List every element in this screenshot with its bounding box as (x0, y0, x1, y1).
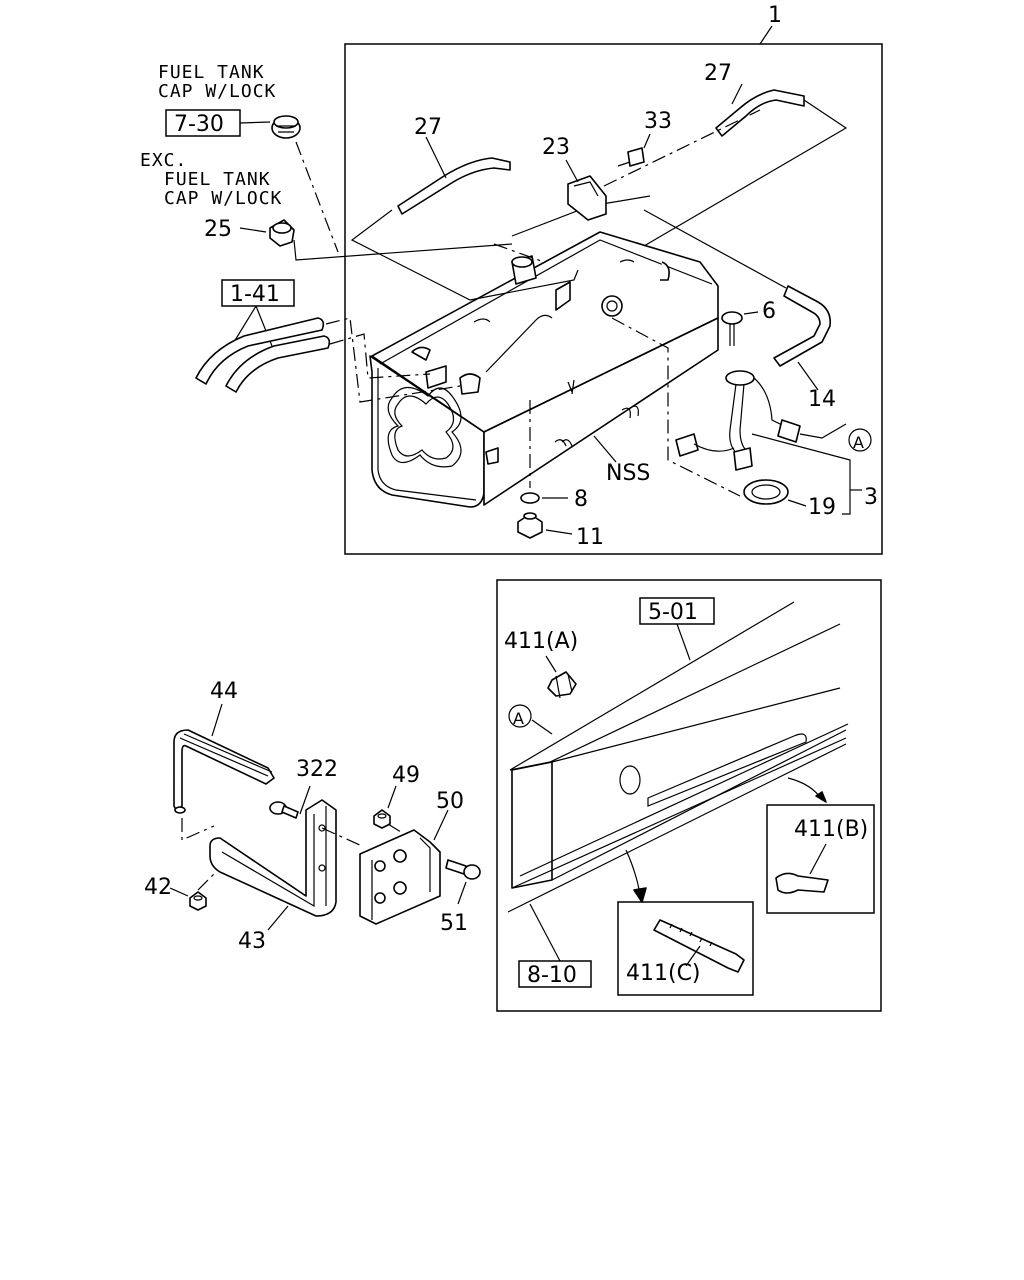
breather-hose-27-right: 27 (643, 61, 848, 247)
note-without-lock-line3: CAP W/LOCK (164, 188, 282, 209)
circle-a-bottom: A (508, 704, 553, 735)
gasket-19: 19 (743, 479, 836, 520)
callout-411c: 411(C) (626, 961, 701, 986)
washer-8: 8 (520, 487, 588, 512)
assembly-number-label: 1 (768, 3, 782, 28)
callout-3: 3 (864, 485, 878, 510)
callout-6: 6 (762, 299, 776, 324)
tank-band-44: 44 (173, 679, 275, 841)
fuel-hose-14: 14 (643, 209, 836, 412)
inset-411c: 411(C) (617, 849, 754, 996)
callout-11: 11 (576, 525, 604, 550)
callout-42: 42 (144, 875, 172, 900)
bolt-322: 322 (269, 757, 338, 819)
fuel-cap-group: FUEL TANK CAP W/LOCK 7-30 EXC. FUEL TANK… (140, 62, 513, 261)
callout-411a: 411(A) (504, 629, 578, 654)
fuel-gauge-unit-3: 3 (675, 370, 878, 515)
ref-7-30: 7-30 (174, 112, 224, 137)
tank-strap-43: 43 (209, 799, 363, 954)
tank-strap-group: 44 322 43 42 (144, 679, 481, 954)
callout-14: 14 (808, 387, 836, 412)
note-with-lock-line2: CAP W/LOCK (158, 81, 276, 102)
frame-rail (507, 601, 849, 913)
callout-50: 50 (436, 789, 464, 814)
callout-411b: 411(B) (794, 817, 868, 842)
clip-411a: 411(A) (504, 629, 578, 699)
circle-a-top-label: A (853, 433, 864, 452)
bracket-50: 50 (359, 789, 464, 925)
callout-33: 33 (644, 109, 672, 134)
callout-23: 23 (542, 135, 570, 160)
note-without-lock-line1: EXC. (140, 150, 187, 171)
nss-label: NSS (606, 461, 650, 486)
screw-33: 33 (603, 109, 761, 187)
fuel-cap-with-lock (271, 115, 301, 139)
breather-hose-27-left: 27 (350, 115, 579, 301)
frame-harness-panel: 5-01 411(A) A (496, 579, 882, 1012)
ref-1-41: 1-41 (230, 282, 280, 307)
callout-8: 8 (574, 487, 588, 512)
circle-a-bottom-label: A (513, 709, 524, 728)
callout-19: 19 (808, 495, 836, 520)
callout-51: 51 (440, 911, 468, 936)
drain-plug-11: 11 (517, 512, 604, 550)
circle-a-top: A (848, 428, 872, 452)
ref-5-01: 5-01 (648, 600, 698, 625)
fuel-pipe-group: 1-41 (195, 279, 461, 403)
callout-27-left: 27 (414, 115, 442, 140)
harness-ref-group: 8-10 (518, 903, 592, 988)
callout-43: 43 (238, 929, 266, 954)
note-with-lock-line1: FUEL TANK (158, 62, 265, 83)
bracket-23: 23 (542, 135, 607, 221)
inset-411b: 411(B) (766, 777, 875, 914)
bolt-51: 51 (440, 859, 481, 936)
nut-42: 42 (144, 873, 215, 911)
fuel-tank-body: NSS (369, 231, 719, 508)
callout-322: 322 (296, 757, 338, 782)
fuel-tank-assembly-panel: 1 (344, 3, 883, 555)
callout-25: 25 (204, 217, 232, 242)
fuel-cap-25: 25 (204, 217, 295, 247)
callout-27-right: 27 (704, 61, 732, 86)
note-without-lock-line2: FUEL TANK (164, 169, 271, 190)
callout-49: 49 (392, 763, 420, 788)
callout-44: 44 (210, 679, 238, 704)
ref-8-10: 8-10 (527, 963, 577, 988)
nut-49: 49 (373, 763, 420, 835)
screw-6: 6 (721, 299, 776, 346)
